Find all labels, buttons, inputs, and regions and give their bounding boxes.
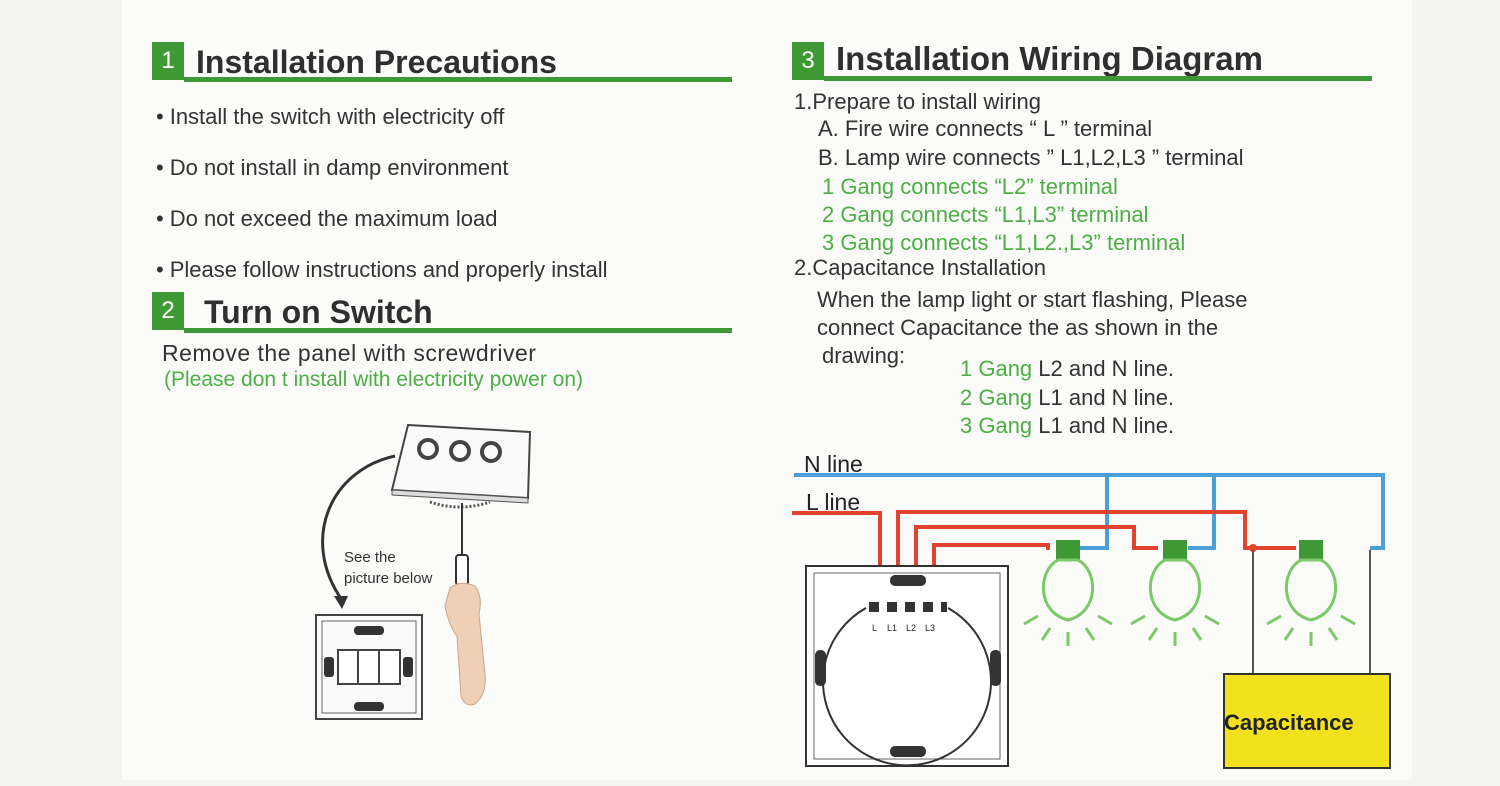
precaution-item: Install the switch with electricity off (156, 104, 505, 130)
capacitance-gang1-label: 1 Gang (960, 356, 1033, 381)
wiring-step1a: A. Fire wire connects “ L ” terminal (818, 116, 1153, 141)
section2-instruction: Remove the panel with screwdriver (162, 340, 537, 366)
curved-arrow-icon (321, 454, 396, 601)
section1-underline (184, 77, 732, 82)
switch-box-diagram: L L1 L2 L3 (805, 565, 1009, 767)
precaution-item: Do not exceed the maximum load (156, 206, 498, 232)
panel-removal-illustration: See the picture below (315, 423, 532, 720)
n-wire (794, 473, 1385, 550)
capacitance-gang3-label: 3 Gang (960, 413, 1033, 438)
wiring-step2: 2.Capacitance Installation (794, 255, 1046, 280)
l-line-label: L line (806, 489, 860, 515)
terminal-label: L2 (906, 623, 916, 633)
section1-header: 1 Installation Precautions (152, 42, 732, 82)
section3-number: 3 (792, 42, 824, 80)
lamp-icon (1023, 540, 1113, 646)
capacitance-gang2-label: 2 Gang (960, 385, 1033, 410)
switch-panel-image (390, 423, 532, 509)
terminal-label: L1 (887, 623, 897, 633)
capacitance-gang1-lines: L2 and N line. (1032, 356, 1175, 381)
n-line-label: N line (804, 451, 863, 477)
section3-header: 3 Installation Wiring Diagram (792, 40, 1382, 81)
step2-text-2: connect Capacitance the as shown in the (817, 315, 1219, 340)
picture-label-1: See the (344, 549, 396, 566)
hand-icon (444, 582, 486, 706)
step2-text-3: drawing: (822, 343, 906, 368)
section1-number: 1 (152, 42, 184, 80)
lamp-icon (1266, 540, 1356, 646)
gang1-connects: 1 Gang connects “L2” terminal (822, 174, 1118, 199)
capacitor-wires (1252, 550, 1371, 674)
wiring-step1: 1.Prepare to install wiring (794, 89, 1042, 114)
precaution-item: Do not install in damp environment (156, 155, 509, 181)
capacitance-box (1223, 673, 1391, 769)
capacitance-gang1: 1 Gang L2 and N line. (960, 356, 1174, 382)
gang2-connects: 2 Gang connects “L1,L3” terminal (822, 202, 1149, 227)
section2-header: 2 Turn on Switch (152, 292, 732, 333)
gang3-connects: 3 Gang connects “L1,L2.,L3” terminal (822, 230, 1186, 255)
precaution-item: Please follow instructions and properly … (156, 257, 608, 283)
capacitance-label: Capacitance (1224, 710, 1354, 735)
terminal-label: L (872, 623, 877, 633)
capacitance-gang2: 2 Gang L1 and N line. (960, 385, 1174, 411)
section1-title: Installation Precautions (196, 44, 557, 80)
section2-title: Turn on Switch (204, 294, 433, 330)
terminal-label: L3 (925, 623, 935, 633)
screwdriver-icon (455, 503, 469, 586)
lamp-icon (1130, 540, 1220, 646)
section2-warning: (Please don t install with electricity p… (164, 368, 584, 391)
picture-label-2: picture below (344, 570, 433, 587)
capacitance-gang2-lines: L1 and N line. (1032, 385, 1175, 410)
section3-title: Installation Wiring Diagram (836, 40, 1263, 77)
wiring-diagram: N line L line (792, 451, 1391, 769)
section2-number: 2 (152, 292, 184, 330)
step2-text-1: When the lamp light or start flashing, P… (817, 287, 1248, 312)
capacitance-gang3: 3 Gang L1 and N line. (960, 413, 1174, 439)
switch-base-image (315, 614, 423, 720)
section3-underline (824, 76, 1372, 81)
section2-underline (184, 328, 732, 333)
arrow-head-icon (334, 596, 348, 609)
wiring-step1b: B. Lamp wire connects ” L1,L2,L3 ” termi… (818, 145, 1244, 170)
capacitance-gang3-lines: L1 and N line. (1032, 413, 1175, 438)
